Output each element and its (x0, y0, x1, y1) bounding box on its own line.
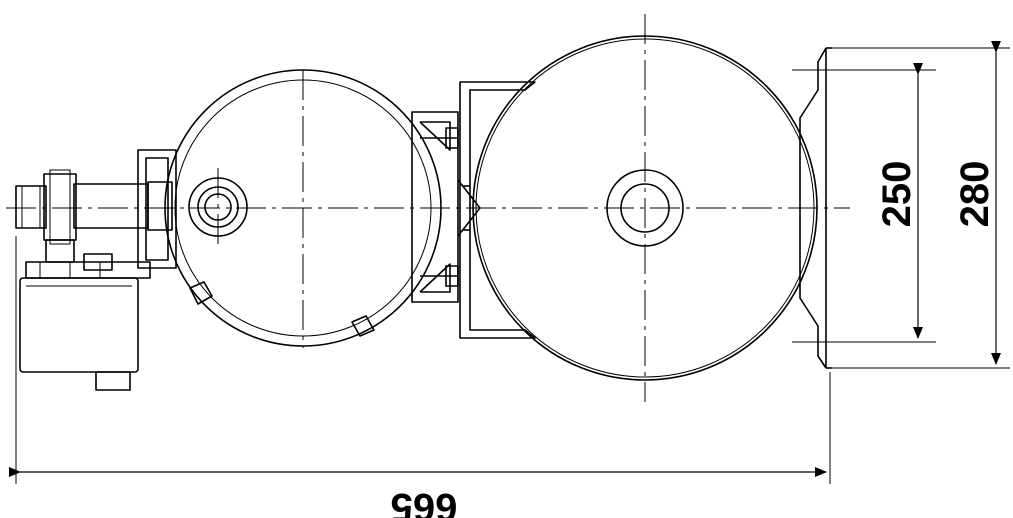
dimension-label-280: 280 (953, 161, 997, 228)
centerlines (6, 14, 850, 402)
extension-lines (15, 47, 1010, 484)
side-fitting (15, 149, 177, 391)
dimension-label-665: 665 (391, 485, 458, 518)
dimension-label-250: 250 (875, 161, 919, 228)
mounting-bracket (411, 81, 536, 339)
